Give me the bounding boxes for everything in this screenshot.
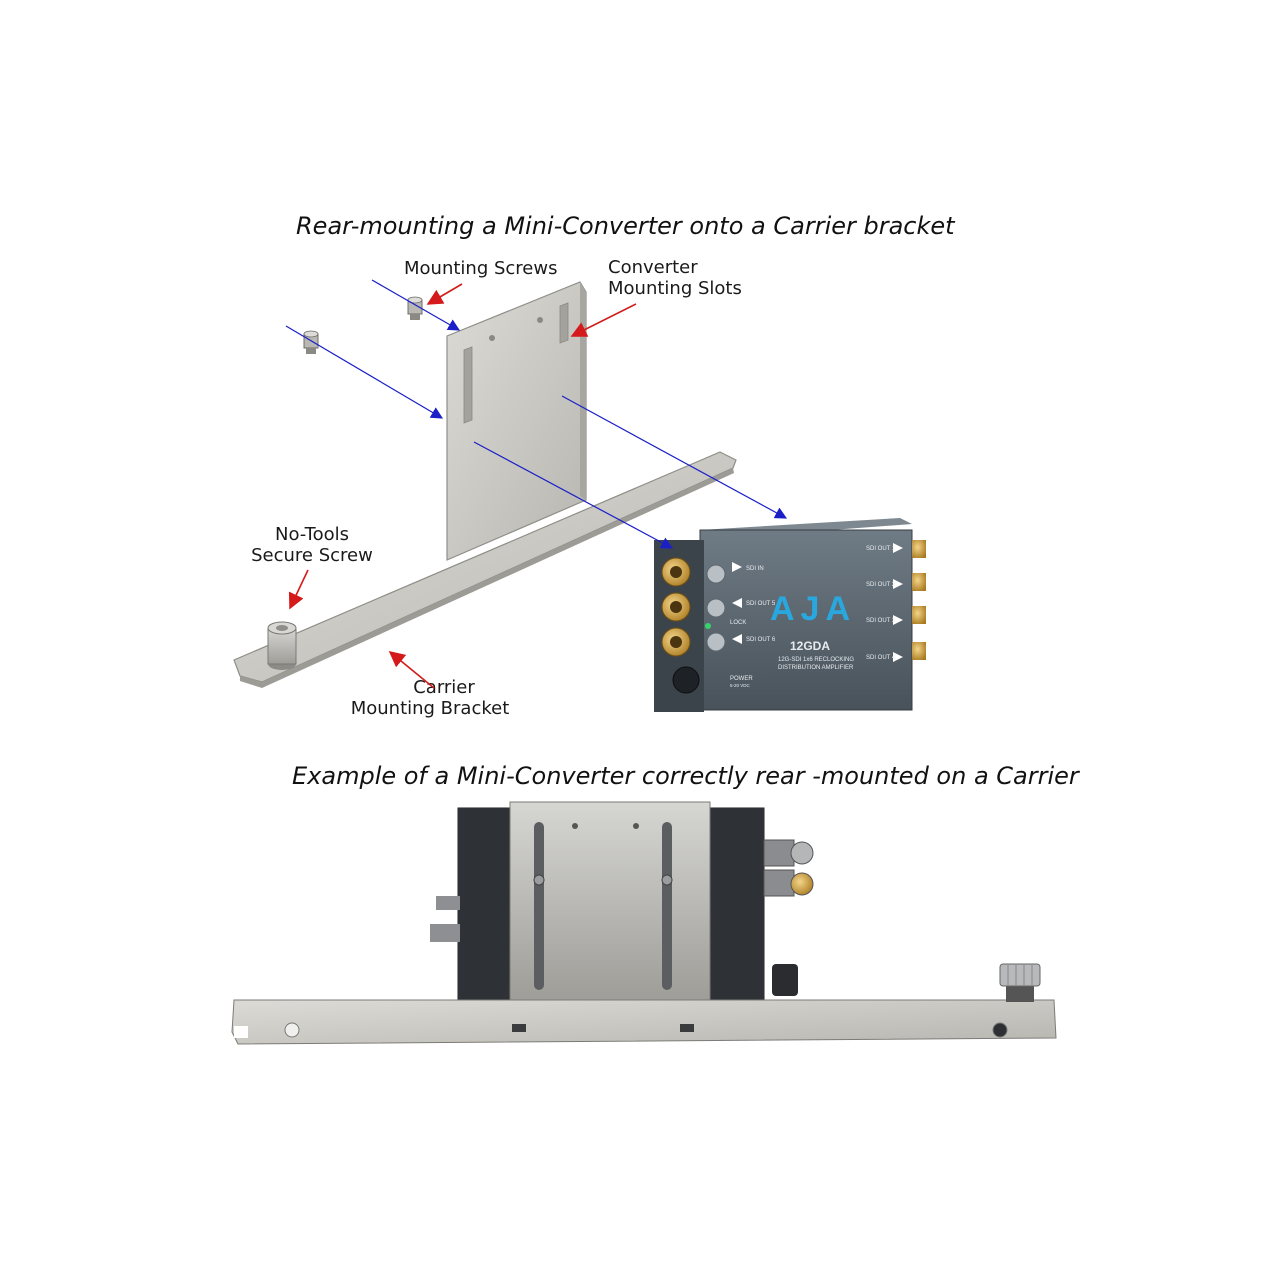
callout-carrier-line1: Carrier — [413, 677, 475, 698]
callout-no-tools-line1: No-Tools — [275, 524, 349, 545]
device-label-sdi-out-5: SDI OUT 5 — [746, 601, 776, 607]
mounting-screw-1 — [303, 330, 319, 354]
callout-converter-slots-line1: Converter — [608, 257, 698, 278]
assembled-bnc-connectors — [763, 839, 814, 996]
callout-arrows — [288, 283, 637, 689]
device-label-sdi-out-6: SDI OUT 6 — [746, 637, 776, 643]
device-description-line2: DISTRIBUTION AMPLIFIER — [778, 665, 854, 671]
bottom-title: Example of a Mini-Converter correctly re… — [292, 762, 1079, 790]
device-model: 12GDA — [790, 639, 830, 653]
device-label-power-spec: 5-20 VDC — [730, 683, 751, 688]
device-label-sdi-out-1: SDI OUT 1 — [866, 546, 896, 552]
device-label-power: POWER — [730, 676, 753, 682]
device-label-sdi-out-4: SDI OUT 4 — [866, 655, 896, 661]
assembled-carrier-photo — [231, 801, 1057, 1045]
device-label-sdi-out-2: SDI OUT 2 — [866, 582, 896, 588]
device-label-sdi-in: SDI IN — [746, 566, 764, 572]
assembly-arrows — [285, 279, 788, 549]
mounting-screw-2 — [407, 296, 423, 320]
top-title: Rear-mounting a Mini-Converter onto a Ca… — [296, 212, 955, 240]
bnc-connectors-left — [661, 557, 726, 694]
device-label-lock: LOCK — [730, 620, 746, 626]
device-label-sdi-out-3: SDI OUT 3 — [866, 618, 896, 624]
aja-12gda-device: SDI IN SDI OUT 5 LOCK SDI OUT 6 POWER 5-… — [654, 518, 926, 712]
callout-no-tools-line2: Secure Screw — [251, 545, 373, 566]
device-description-line1: 12G-SDI 1x6 RECLOCKING — [778, 657, 854, 663]
callout-no-tools-screw: No-Tools Secure Screw — [250, 524, 374, 566]
callout-carrier-bracket: Carrier Mounting Bracket — [346, 677, 514, 719]
callout-converter-slots: Converter Mounting Slots — [608, 257, 742, 299]
callout-mounting-screws: Mounting Screws — [404, 258, 558, 279]
bnc-connectors-right — [912, 540, 926, 660]
callout-converter-slots-line2: Mounting Slots — [608, 278, 742, 299]
callout-carrier-line2: Mounting Bracket — [350, 698, 510, 719]
device-brand-logo: AJA — [770, 590, 856, 628]
carrier-bracket-exploded — [233, 281, 737, 688]
